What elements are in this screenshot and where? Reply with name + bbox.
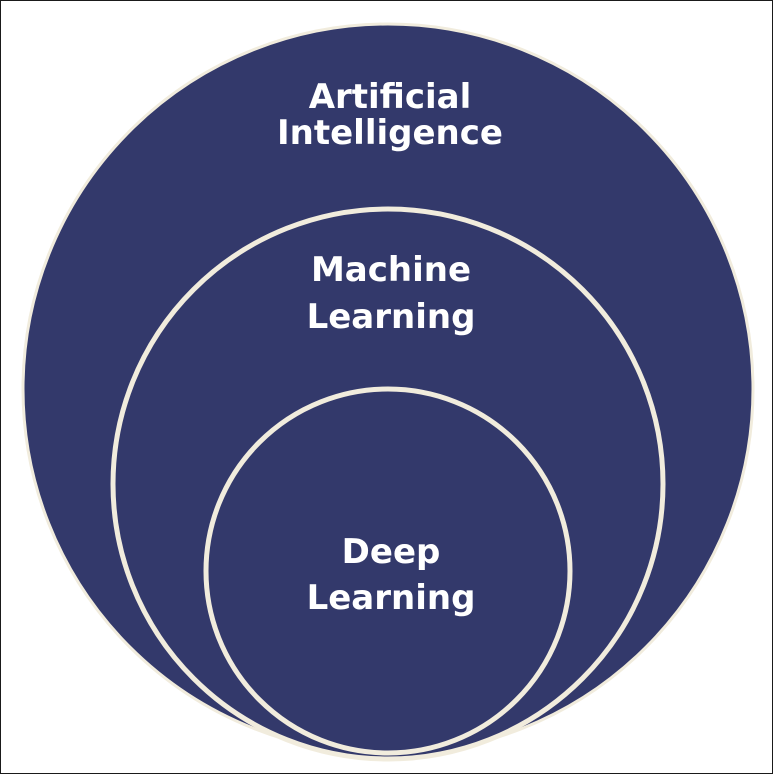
label-machine-line-2: Learning: [307, 297, 476, 337]
label-machine-line-1: Machine: [311, 250, 471, 290]
label-artificial-line-1: Artificial: [309, 77, 472, 117]
circle-deep-learning: [203, 386, 573, 756]
label-deep-line-2: Learning: [307, 578, 476, 618]
label-deep-line-1: Deep: [342, 532, 441, 572]
label-artificial-line-2: Intelligence: [277, 113, 503, 153]
